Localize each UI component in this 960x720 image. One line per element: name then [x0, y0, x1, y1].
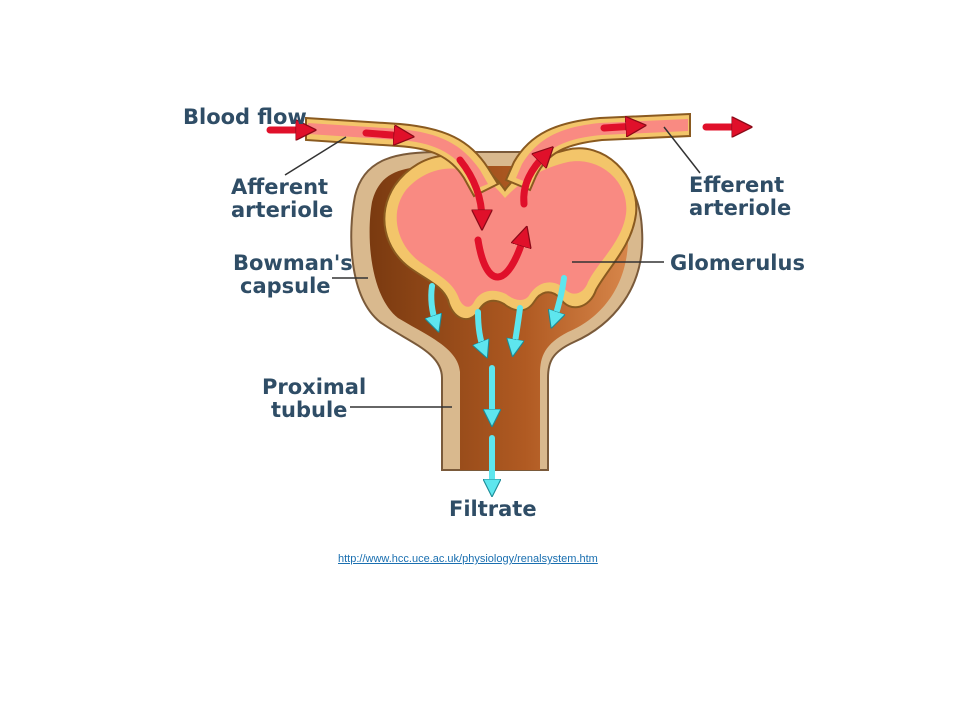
- filtrate-arrow-1: [431, 283, 436, 324]
- label-bowmans: Bowman's: [233, 251, 353, 275]
- label-capsule: capsule: [240, 274, 331, 298]
- label-tubule: tubule: [271, 398, 347, 422]
- blood-arrow-efferent: [600, 126, 636, 128]
- blood-arrow-loop: [474, 236, 524, 281]
- filtrate-arrows: [431, 275, 567, 488]
- label-filtrate: Filtrate: [449, 497, 537, 521]
- blood-flow-arrows: [266, 126, 742, 281]
- blood-arrow-up: [520, 154, 546, 208]
- label-blood-flow: Blood flow: [183, 105, 307, 129]
- leader-lines: [284, 126, 701, 408]
- source-link[interactable]: http://www.hcc.uce.ac.uk/physiology/rena…: [338, 553, 598, 565]
- afferent-arteriole: [305, 116, 500, 198]
- label-glomerulus: Glomerulus: [670, 251, 805, 275]
- label-efferent-arteriole: arteriole: [689, 196, 791, 220]
- filtrate-arrow-3: [514, 305, 520, 348]
- label-efferent: Efferent: [689, 173, 784, 197]
- label-proximal: Proximal: [262, 375, 366, 399]
- blood-arrow-afferent: [362, 133, 404, 136]
- filtrate-arrow-4: [554, 275, 567, 320]
- filtrate-arrow-2: [478, 309, 484, 350]
- label-afferent: Afferent: [231, 175, 328, 199]
- blood-arrow-down: [456, 156, 482, 220]
- label-afferent-arteriole: arteriole: [231, 198, 333, 222]
